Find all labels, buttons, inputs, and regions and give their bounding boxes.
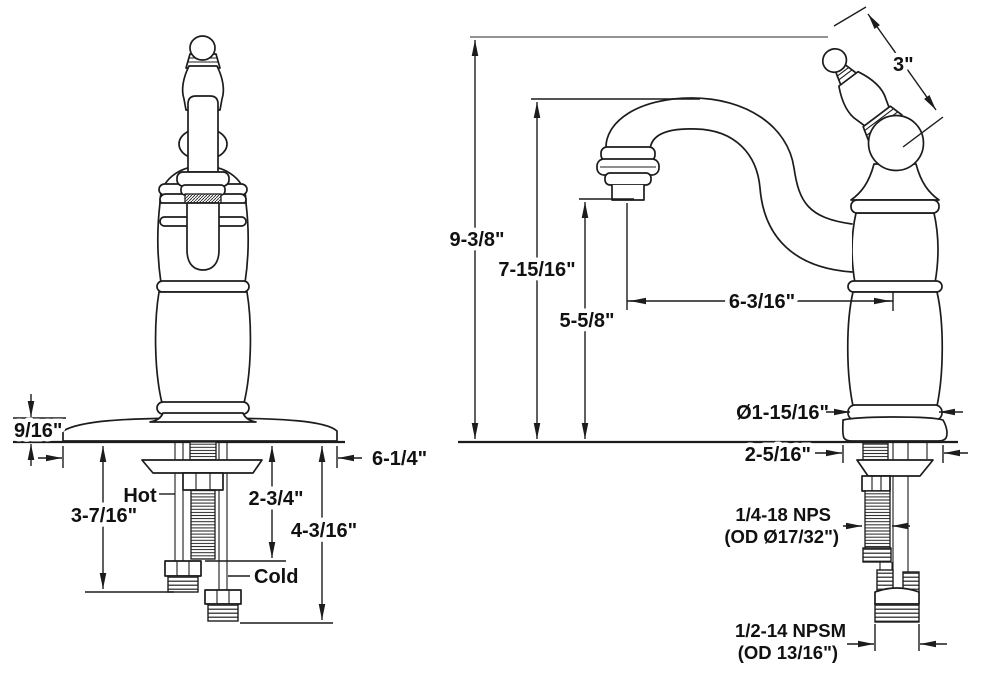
dim-supply-end: 4-3/16": [291, 520, 357, 542]
supply-cap-dome: [874, 587, 920, 605]
dim-thread-end: 2-3/4": [248, 488, 303, 510]
dimline-handle: [867, 13, 937, 111]
cold-end-nut-facets: [216, 590, 230, 604]
mount-nut: [182, 472, 224, 491]
ext-handle-top: [833, 6, 867, 27]
dim-handle-length: 3": [893, 54, 914, 76]
dim-overall-height: 9-3/8": [449, 229, 504, 251]
spout-outer-curve: [605, 97, 853, 225]
spout-hub-front: [186, 202, 220, 271]
label-supply-thread: 1/2-14 NPSM: [735, 620, 846, 641]
body-band-side: [847, 280, 943, 293]
body-top-collar: [850, 199, 940, 214]
label-hot: Hot: [123, 485, 157, 507]
spout-tube-front: [187, 95, 219, 173]
mount-washer: [141, 459, 263, 474]
handle-ball-side: [867, 114, 925, 172]
shank-nut-side: [861, 475, 891, 492]
spout-collar-front: [176, 171, 230, 187]
dim-outlet-height: 5-5/8": [559, 310, 614, 332]
label-cold: Cold: [254, 566, 298, 588]
aerator-knurl-front: [184, 193, 222, 204]
dim-base-width: 2-5/16": [745, 444, 811, 466]
body-band-2: [156, 280, 250, 293]
cold-end-cap: [207, 603, 239, 622]
label-shank-thread: 1/4-18 NPS: [735, 504, 831, 525]
hot-end-nut: [164, 560, 202, 577]
mount-shank-upper: [189, 441, 217, 461]
shank-end-rib: [862, 547, 892, 563]
faucet-side-view: [458, 48, 958, 623]
label-supply-thread-od: (OD 13/16"): [738, 642, 838, 663]
spout-fill: [605, 98, 852, 272]
dim-shank-length: 3-7/16": [71, 505, 137, 527]
spout-tip: [611, 184, 645, 201]
mount-nut-facets: [195, 473, 211, 490]
handle-knob-side: [821, 48, 848, 74]
base-flange-side: [841, 416, 948, 442]
supply-cap-rib: [874, 603, 920, 623]
front-view-dimensions: 9/16" 3-7/16" Hot 2-3/4" 4-3/16" Cold 6-…: [10, 394, 432, 624]
shank-thread-upper-side: [862, 442, 889, 461]
dim-plate-width: 6-1/4": [372, 448, 427, 470]
hot-end-nut-facets: [176, 561, 190, 576]
body-lower-side: [846, 291, 944, 407]
side-view-dimensions: 9-3/8" 7-15/16" 5-5/8" 6-3/16" 3" Ø1-15/…: [445, 6, 968, 668]
spout-inner-curve: [649, 128, 853, 273]
dim-plate-thickness: 9/16": [14, 420, 62, 442]
label-shank-thread-od: (OD Ø17/32"): [724, 526, 839, 547]
handle-knob-front: [189, 35, 216, 61]
handle-bell: [850, 163, 940, 201]
body-upper-side: [851, 212, 939, 284]
ext-handle-bottom: [902, 116, 944, 148]
cold-end-nut: [204, 589, 242, 605]
shank-thread-lower-side: [864, 490, 891, 549]
spout-collar-3: [604, 172, 652, 186]
handle-neck-rings-side: [836, 66, 853, 81]
body-lower-front: [154, 291, 252, 404]
base-flare-front: [149, 412, 257, 423]
faucet-front-view: [13, 35, 345, 622]
dim-spout-top-height: 7-15/16": [498, 259, 575, 281]
connector-lines: [879, 562, 893, 570]
shank-nut-facet: [871, 476, 882, 491]
dim-spout-reach: 6-3/16": [729, 291, 795, 313]
washer-side: [856, 459, 934, 477]
hot-end-cap: [167, 575, 199, 593]
dim-body-diameter: Ø1-15/16": [736, 402, 829, 424]
mount-shank-lower: [190, 489, 216, 560]
